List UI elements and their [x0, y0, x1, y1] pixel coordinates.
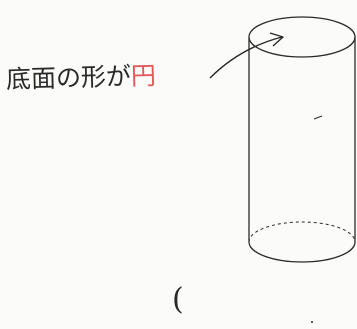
cylinder-bottom-visible-edge [248, 241, 356, 263]
pointer-arrow [209, 36, 283, 79]
face-shape-label: 底面の形が円 [5, 56, 157, 100]
cylinder-top-face [248, 16, 356, 58]
face-shape-label-text: 底面の形が [5, 61, 132, 94]
stray-dot [311, 321, 313, 323]
face-shape-answer: 円 [130, 61, 157, 91]
answer-bracket: ( [172, 282, 184, 317]
stray-mark [313, 115, 323, 120]
pointer-arrowhead [269, 32, 284, 47]
cylinder-bottom-hidden-edge [248, 221, 356, 243]
